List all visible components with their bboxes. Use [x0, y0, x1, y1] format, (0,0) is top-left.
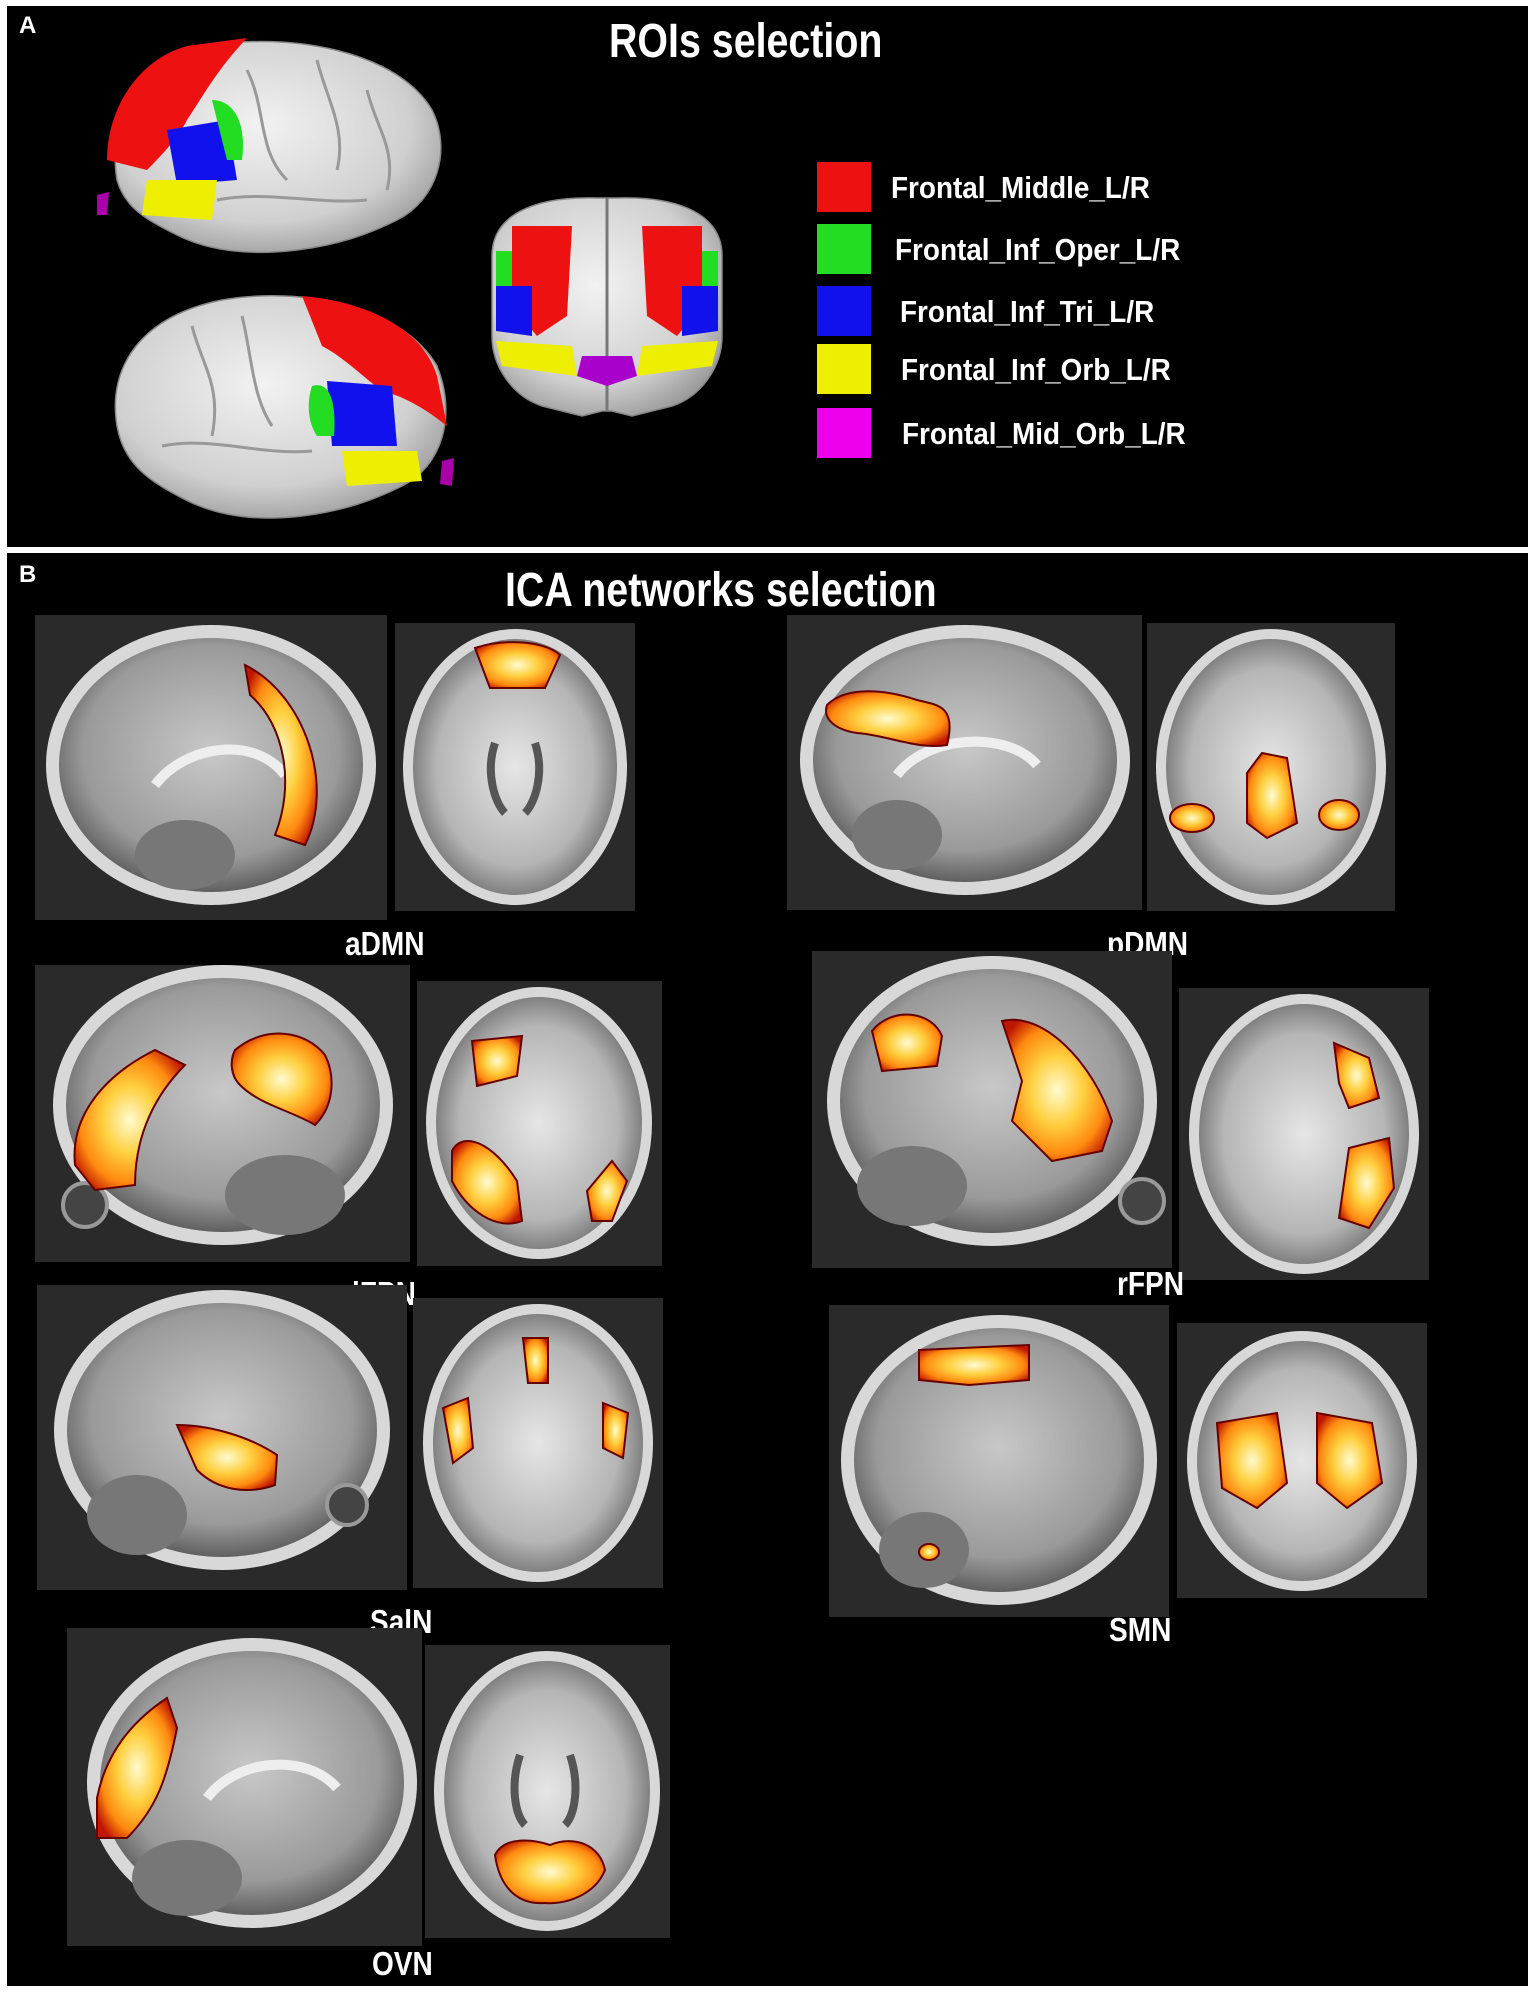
legend-label: Frontal_Inf_Tri_L/R	[900, 294, 1155, 329]
mri-axial-slice-icon	[395, 623, 635, 911]
mri-sagittal-slice-icon	[67, 1628, 422, 1946]
panel-b-title: ICA networks selection	[505, 564, 937, 617]
network-label: rFPN	[1117, 1265, 1185, 1302]
mri-sagittal-slice-icon	[829, 1305, 1169, 1617]
mri-axial-slice-icon	[1147, 623, 1395, 911]
mri-axial-slice-icon	[413, 1298, 663, 1588]
network-label: SMN	[1109, 1611, 1172, 1648]
mri-axial-slice-icon	[1179, 988, 1429, 1280]
legend-label: Frontal_Mid_Orb_L/R	[902, 416, 1186, 451]
legend-swatch	[817, 344, 871, 394]
brain-surface-lateral-left-icon	[97, 38, 442, 254]
panel-a: A ROIs selection	[7, 6, 1528, 547]
panel-a-label: A	[19, 12, 37, 39]
mri-axial-slice-icon	[425, 1645, 670, 1938]
mri-axial-slice-icon	[1177, 1323, 1427, 1598]
legend-swatch	[817, 224, 871, 274]
mri-sagittal-slice-icon	[35, 615, 387, 920]
brain-surface-lateral-right-icon	[114, 295, 454, 519]
mri-sagittal-slice-icon	[37, 1285, 407, 1590]
legend-swatch	[817, 162, 871, 212]
legend-swatch	[817, 286, 871, 336]
mri-sagittal-slice-icon	[812, 951, 1172, 1268]
brain-surface-frontal-icon	[491, 197, 723, 417]
legend-label: Frontal_Inf_Orb_L/R	[901, 352, 1171, 387]
mri-sagittal-slice-icon	[787, 615, 1142, 910]
panel-b-label: B	[19, 561, 37, 588]
legend-label: Frontal_Middle_L/R	[891, 170, 1150, 205]
legend-swatch	[817, 408, 871, 458]
mri-axial-slice-icon	[417, 981, 662, 1266]
network-label: OVN	[372, 1945, 433, 1982]
legend-label: Frontal_Inf_Oper_L/R	[895, 232, 1181, 267]
panel-a-title: ROIs selection	[609, 15, 883, 68]
network-label: aDMN	[345, 925, 425, 962]
mri-sagittal-slice-icon	[35, 965, 410, 1262]
panel-b: B ICA networks selection aDMN	[7, 553, 1528, 1986]
